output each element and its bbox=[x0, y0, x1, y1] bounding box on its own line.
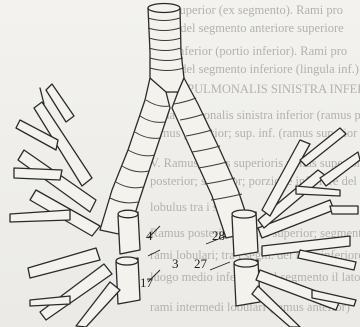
label-27: 27 bbox=[194, 256, 208, 271]
label-17: 17 bbox=[140, 275, 154, 290]
label-3: 3 bbox=[172, 256, 179, 271]
label-4: 4 bbox=[146, 228, 153, 243]
label-28: 28 bbox=[212, 228, 225, 243]
trachea-opening bbox=[148, 4, 180, 13]
